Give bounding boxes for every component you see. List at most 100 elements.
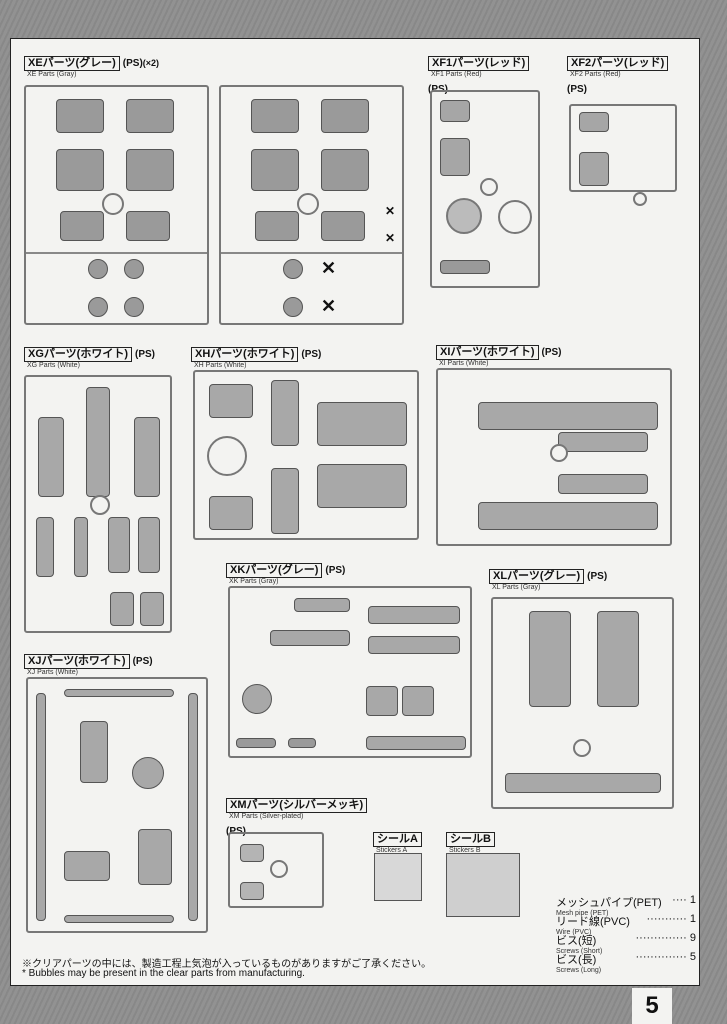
xg-part [86,387,110,497]
xi-label: XIパーツ(ホワイト)(PS) XI Parts (White) [436,342,562,368]
xf1-ps: (PS) [428,84,448,95]
xj-part [36,693,46,921]
accessory-item: リード線(PVC)··········· 1 Wire (PVC) [556,913,696,937]
xk-part [288,738,316,748]
xl-part [529,611,571,707]
xe-part [251,99,299,133]
xe-runner-ring [297,193,319,215]
xj-part [132,757,164,789]
unused-mark: ✕ [385,204,396,218]
xf1-wheel [498,200,532,234]
xk-sprue [228,586,472,758]
xk-part [368,636,460,654]
xe-runner-ring [102,193,124,215]
xi-sprue [436,368,672,546]
xk-part [270,630,350,646]
accessory-name-en: Wire (PVC) [556,929,592,936]
xg-part [108,517,130,573]
xe-runner [26,252,207,254]
xk-part [402,686,434,716]
xk-subtitle: XK Parts (Gray) [229,578,279,585]
xl-title: XLパーツ(グレー) [489,569,585,584]
sticker-b-label: シールB Stickers B [446,829,495,855]
sticker-a-subtitle: Stickers A [376,847,408,854]
xf2-sprue [569,104,677,206]
xf2-part [579,112,609,132]
xf1-sprue [430,90,540,288]
sticker-a-title: シールA [373,832,422,847]
xl-runner-ring [573,739,591,757]
xh-part [209,496,253,530]
xk-label: XKパーツ(グレー)(PS) XK Parts (Gray) [226,560,345,586]
unused-mark: ✕ [385,231,396,245]
xj-part [188,693,198,921]
xe-wheel [124,297,144,317]
xm-part [240,844,264,862]
xe-title: XEパーツ(グレー) [24,56,120,71]
accessory-name-en: Screws (Short) [556,948,603,955]
xj-part [64,851,110,881]
xm-sprue [228,832,324,908]
xg-part [138,517,160,573]
xj-sprue [26,677,208,933]
xh-title: XHパーツ(ホワイト) [191,347,299,362]
accessory-qty: 1 [689,913,696,925]
xg-runner-ring [90,495,110,515]
xg-part [36,517,54,577]
xf2-subtitle: XF2 Parts (Red) [570,71,621,78]
accessory-leader: ·············· [635,932,687,944]
xf1-part [440,100,470,122]
xf2-title: XF2パーツ(レッド) [567,56,669,71]
xm-subtitle: XM Parts (Silver-plated) [229,813,304,820]
xj-part [80,721,108,783]
clear-parts-note-jp: ※クリアパーツの中には、製造工程上気泡が入っているものがありますがご了承ください… [22,959,432,970]
xk-part [366,736,466,750]
xm-ps: (PS) [226,826,246,837]
accessory-qty: 9 [689,932,696,944]
xk-dome [242,684,272,714]
xh-part [317,402,407,446]
accessory-name-en: Mesh pipe (PET) [556,910,609,917]
xg-part [74,517,88,577]
xg-ps: (PS) [135,349,155,360]
xi-runner-ring [550,444,568,462]
xh-subtitle: XH Parts (White) [194,362,247,369]
xl-part [505,773,661,793]
xl-part [597,611,639,707]
xg-part [110,592,134,626]
xf2-part [579,152,609,186]
xf1-part [440,260,490,274]
xg-part [134,417,160,497]
xe-wheel [88,259,108,279]
accessory-name: ビス(長) [556,954,597,966]
xe-runner [221,252,402,254]
xe-sprue-2: ✕ ✕ ✕ ✕ [219,85,404,325]
xe-subtitle: XE Parts (Gray) [27,71,77,78]
accessory-qty: 1 [689,894,696,906]
accessory-name-en: Screws (Long) [556,967,602,974]
accessory-item: メッシュパイプ(PET)···· 1 Mesh pipe (PET) [556,894,696,918]
xl-ps: (PS) [587,571,608,582]
xe-part [251,149,299,191]
xk-ps: (PS) [325,565,346,576]
unused-mark: ✕ [321,296,337,316]
xf2-runner-ring [633,192,647,206]
xk-part [366,686,398,716]
xg-title: XGパーツ(ホワイト) [24,347,132,362]
xl-label: XLパーツ(グレー)(PS) XL Parts (Gray) [489,566,607,592]
xk-part [368,606,460,624]
xf1-runner-ring [480,178,498,196]
sticker-a-sheet [374,853,422,901]
xe-ps: (PS) [122,58,143,69]
accessory-name: リード線(PVC) [556,916,630,928]
xg-subtitle: XG Parts (White) [27,362,80,369]
xi-part [478,502,658,530]
xj-part [64,915,174,923]
xh-part [271,468,299,534]
xe-qty: (×2) [142,58,160,68]
xi-part [558,432,648,452]
xi-title: XIパーツ(ホワイト) [436,345,539,360]
unused-mark: ✕ [321,258,337,278]
xh-sprue [193,370,419,540]
xj-label: XJパーツ(ホワイト)(PS) XJ Parts (White) [24,651,153,677]
